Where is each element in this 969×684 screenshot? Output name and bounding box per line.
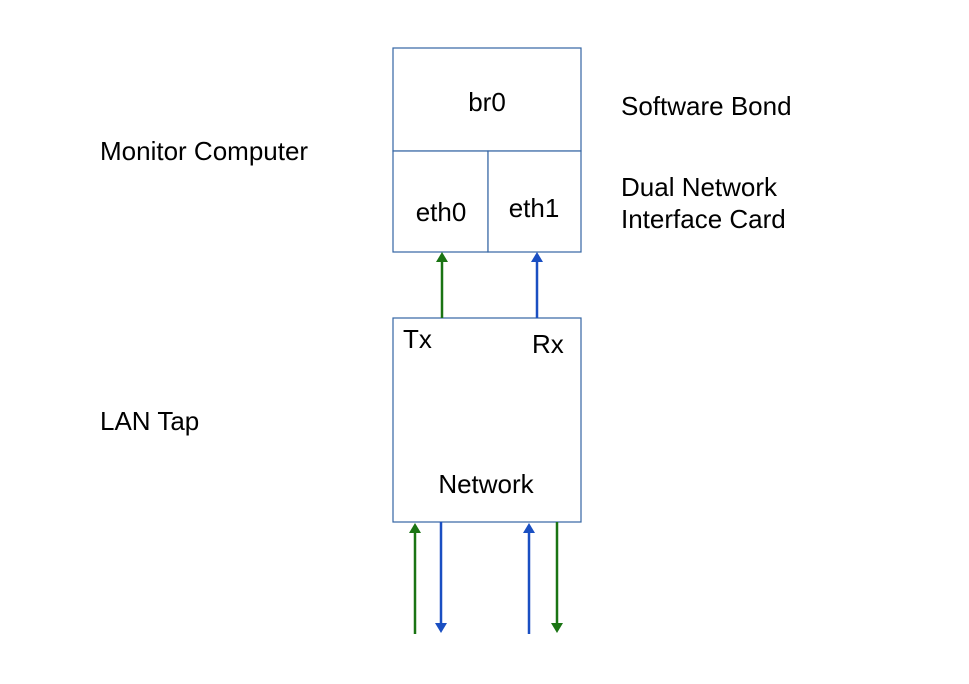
eth0-label: eth0: [416, 197, 467, 227]
lan-tap-label: LAN Tap: [100, 406, 199, 436]
dual-nic-label-line2: Interface Card: [621, 204, 786, 234]
eth1-label: eth1: [509, 193, 560, 223]
eth0-box: [392, 150, 489, 253]
network-label: Network: [438, 469, 534, 499]
eth1-box: [487, 150, 582, 253]
bridge-label: br0: [468, 87, 506, 117]
bridge-box: [392, 47, 582, 152]
dual-nic-label-line1: Dual Network: [621, 172, 778, 202]
rx-label: Rx: [532, 329, 564, 359]
tx-label: Tx: [403, 324, 432, 354]
lan-tap-box: [392, 317, 582, 523]
software-bond-label: Software Bond: [621, 91, 792, 121]
monitor-computer-label: Monitor Computer: [100, 136, 308, 166]
